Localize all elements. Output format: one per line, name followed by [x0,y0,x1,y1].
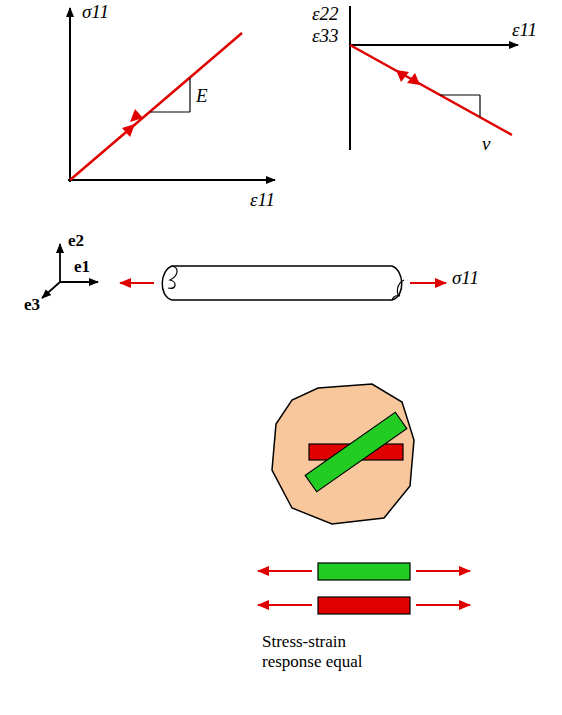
axis-label: σ11 [82,2,109,23]
basis-label: e1 [74,258,90,277]
axis-label: ε11 [512,20,537,41]
material-region [272,384,414,524]
load-label: σ11 [452,268,479,289]
stress-strain-plot [68,8,275,182]
basis-vectors [42,244,98,298]
basis-label: e3 [24,296,40,315]
basis-label: e2 [68,232,84,251]
slope-label: ν [482,134,490,155]
axis-label: ε33 [312,26,339,47]
loaded-samples [258,563,470,614]
bar-specimen [120,266,446,300]
slope-label: E [196,86,208,107]
lateral-strain-plot [350,6,518,150]
axis-label: ε11 [250,190,275,211]
axis-label: ε22 [312,4,339,25]
note-text: Stress-strain response equal [262,632,402,673]
